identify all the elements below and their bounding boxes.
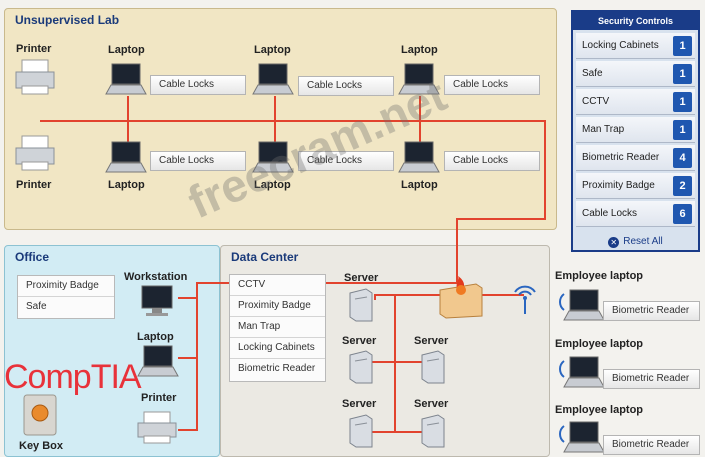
office-title: Office: [15, 250, 50, 264]
laptop-icon[interactable]: [104, 140, 148, 176]
office-control-item[interactable]: Proximity Badge: [18, 276, 114, 297]
printer-label-top: Printer: [16, 43, 52, 55]
data-center-controls-list: CCTV Proximity Badge Man Trap Locking Ca…: [229, 274, 326, 382]
cable-locks-tag[interactable]: Cable Locks: [298, 151, 394, 171]
control-count-badge: 1: [673, 64, 692, 84]
reset-all-button[interactable]: ✕Reset All: [576, 234, 695, 250]
security-controls-title: Security Controls: [573, 12, 698, 30]
workstation-icon[interactable]: [138, 284, 176, 318]
wireless-laptop-icon[interactable]: [556, 418, 606, 456]
biometric-reader-tag[interactable]: Biometric Reader: [603, 435, 700, 455]
printer-label-bottom: Printer: [16, 179, 52, 191]
dc-control-item[interactable]: Locking Cabinets: [230, 338, 325, 359]
control-locking-cabinets[interactable]: Locking Cabinets 1: [576, 33, 695, 59]
control-count-badge: 1: [673, 36, 692, 56]
biometric-reader-tag[interactable]: Biometric Reader: [603, 301, 700, 321]
wireless-access-point-icon[interactable]: [510, 278, 540, 316]
security-controls-panel: Security Controls Locking Cabinets 1 Saf…: [571, 10, 700, 252]
control-label: Proximity Badge: [582, 180, 655, 191]
server-icon[interactable]: [346, 413, 374, 449]
firewall-icon[interactable]: [436, 276, 484, 320]
dc-control-item[interactable]: Biometric Reader: [238, 363, 316, 374]
laptop-label: Laptop: [108, 44, 145, 56]
laptop-label: Laptop: [254, 44, 291, 56]
laptop-label: Laptop: [254, 179, 291, 191]
control-count-badge: 1: [673, 120, 692, 140]
data-center-title: Data Center: [231, 250, 299, 264]
control-safe[interactable]: Safe 1: [576, 61, 695, 87]
server-icon[interactable]: [418, 413, 446, 449]
control-man-trap[interactable]: Man Trap 1: [576, 117, 695, 143]
dc-control-item[interactable]: CCTV: [230, 275, 325, 296]
control-count-badge: 2: [673, 176, 692, 196]
control-label: Locking Cabinets: [582, 40, 659, 51]
laptop-label: Laptop: [401, 179, 438, 191]
unsupervised-lab-zone: Unsupervised Lab: [4, 8, 557, 230]
server-label: Server: [342, 398, 377, 410]
printer-icon[interactable]: [14, 58, 56, 98]
server-label: Server: [414, 335, 449, 347]
control-count-badge: 6: [673, 204, 692, 224]
laptop-icon[interactable]: [397, 140, 441, 176]
server-label: Server: [342, 335, 377, 347]
control-label: Biometric Reader: [582, 152, 660, 163]
control-count-badge: 1: [673, 92, 692, 112]
laptop-icon[interactable]: [104, 62, 148, 98]
lab-title: Unsupervised Lab: [15, 13, 120, 27]
key-box-icon[interactable]: [22, 393, 58, 437]
office-control-item[interactable]: Safe: [26, 301, 47, 312]
server-label: Server: [344, 272, 379, 284]
cable-locks-tag[interactable]: Cable Locks: [150, 151, 246, 171]
laptop-icon[interactable]: [136, 344, 180, 380]
laptop-label: Laptop: [137, 331, 174, 343]
wireless-laptop-icon[interactable]: [556, 286, 606, 324]
dc-control-item[interactable]: Man Trap: [230, 317, 325, 338]
printer-icon[interactable]: [136, 410, 178, 446]
laptop-label: Laptop: [108, 179, 145, 191]
office-controls-list: Proximity Badge Safe: [17, 275, 115, 319]
laptop-icon[interactable]: [251, 140, 295, 176]
printer-label: Printer: [141, 392, 177, 404]
biometric-reader-tag[interactable]: Biometric Reader: [603, 369, 700, 389]
control-label: Cable Locks: [582, 208, 638, 219]
control-label: CCTV: [582, 96, 610, 107]
workstation-label: Workstation: [124, 271, 188, 283]
key-box-label: Key Box: [19, 440, 64, 452]
control-label: Safe: [582, 68, 603, 79]
comptia-logo: CompTIA: [4, 358, 142, 396]
cable-locks-tag[interactable]: Cable Locks: [444, 75, 540, 95]
cable-locks-tag[interactable]: Cable Locks: [150, 75, 246, 95]
control-proximity-badge[interactable]: Proximity Badge 2: [576, 173, 695, 199]
cable-locks-tag[interactable]: Cable Locks: [444, 151, 540, 171]
server-label: Server: [414, 398, 449, 410]
server-icon[interactable]: [418, 349, 446, 385]
employee-laptop-label: Employee laptop: [555, 270, 644, 282]
laptop-icon[interactable]: [251, 62, 295, 98]
control-cable-locks[interactable]: Cable Locks 6: [576, 201, 695, 227]
dc-control-item[interactable]: Proximity Badge: [230, 296, 325, 317]
close-icon: ✕: [608, 237, 620, 248]
server-icon[interactable]: [346, 349, 374, 385]
control-label: Man Trap: [582, 124, 625, 135]
employee-laptop-label: Employee laptop: [555, 338, 644, 350]
control-count-badge: 4: [673, 148, 692, 168]
server-icon[interactable]: [346, 287, 374, 323]
reset-all-label: Reset All: [623, 236, 663, 247]
printer-icon[interactable]: [14, 134, 56, 174]
cable-locks-tag[interactable]: Cable Locks: [298, 76, 394, 96]
laptop-label: Laptop: [401, 44, 438, 56]
control-biometric-reader[interactable]: Biometric Reader 4: [576, 145, 695, 171]
control-cctv[interactable]: CCTV 1: [576, 89, 695, 115]
employee-laptop-label: Employee laptop: [555, 404, 644, 416]
laptop-icon[interactable]: [397, 62, 441, 98]
wireless-laptop-icon[interactable]: [556, 353, 606, 391]
